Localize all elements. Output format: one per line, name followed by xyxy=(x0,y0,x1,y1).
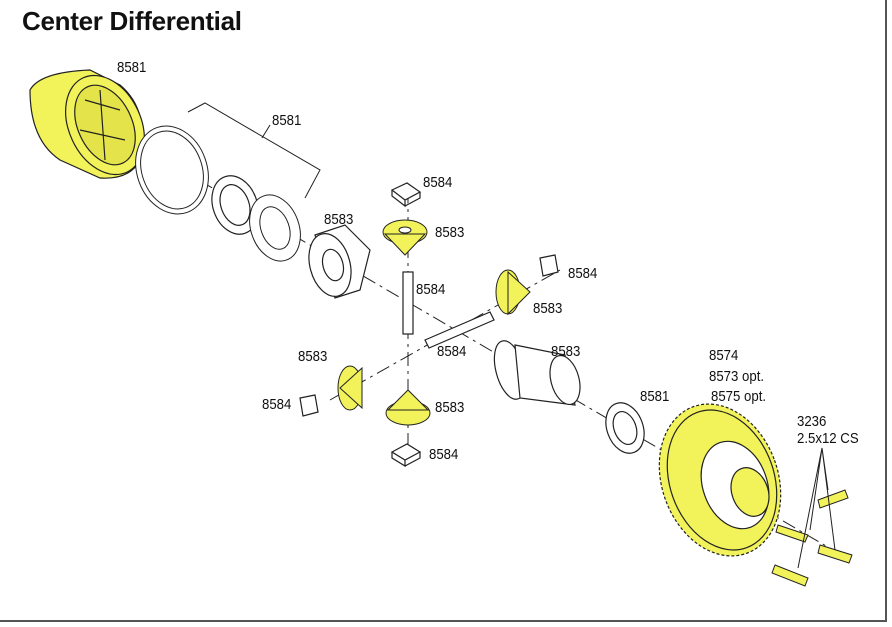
label-housing: 8581 xyxy=(117,59,147,76)
label-housing-kit: 8581 xyxy=(272,112,302,129)
label-screw-part: 3236 xyxy=(797,413,827,430)
bearing-right-part xyxy=(605,402,645,454)
diagram-title: Center Differential xyxy=(22,6,242,36)
label-spur-main: 8574 xyxy=(709,347,739,364)
label-pin-vertical: 8584 xyxy=(416,281,446,298)
label-spur-opt2: 8575 opt. xyxy=(711,388,767,405)
label-gear-left: 8583 xyxy=(298,348,328,365)
vertical-pin xyxy=(402,271,414,335)
shim-part xyxy=(249,194,301,262)
label-gear-top: 8583 xyxy=(435,224,465,241)
label-gear-right: 8583 xyxy=(533,300,563,317)
screw-1 xyxy=(817,489,849,509)
label-gear-bottom: 8583 xyxy=(435,399,465,416)
label-square-top: 8584 xyxy=(423,174,453,191)
screw-3 xyxy=(817,544,853,564)
screw-2 xyxy=(775,524,809,543)
housing-part xyxy=(29,69,145,179)
square-pad-right xyxy=(539,254,559,277)
horizontal-pin xyxy=(424,311,495,349)
screw-leader-lines xyxy=(797,447,836,569)
label-pin-horizontal: 8584 xyxy=(437,343,467,360)
spur-gear-part xyxy=(658,403,782,557)
label-spur-opt1: 8573 opt. xyxy=(709,368,765,385)
kit-bracket xyxy=(187,102,321,199)
label-square-bottom: 8584 xyxy=(429,446,459,463)
output-cup-part xyxy=(493,340,581,406)
square-pad-top xyxy=(390,182,422,208)
spider-gear-bottom xyxy=(385,389,431,426)
screw-4 xyxy=(771,564,809,587)
spider-gear-right xyxy=(495,269,531,316)
label-square-left: 8584 xyxy=(262,396,292,413)
label-screw-spec: 2.5x12 CS xyxy=(797,430,859,447)
square-pad-bottom xyxy=(390,443,422,468)
spider-gear-left xyxy=(337,365,363,411)
gear-case-part xyxy=(308,224,371,299)
bearing-left-part xyxy=(211,175,259,235)
square-pad-left xyxy=(299,394,319,417)
label-gear-case: 8583 xyxy=(324,211,354,228)
spider-gear-top xyxy=(382,219,428,256)
gasket-part xyxy=(135,125,209,215)
label-output-cup: 8583 xyxy=(551,343,581,360)
label-bearing-right: 8581 xyxy=(640,388,670,405)
label-square-right: 8584 xyxy=(568,265,598,282)
